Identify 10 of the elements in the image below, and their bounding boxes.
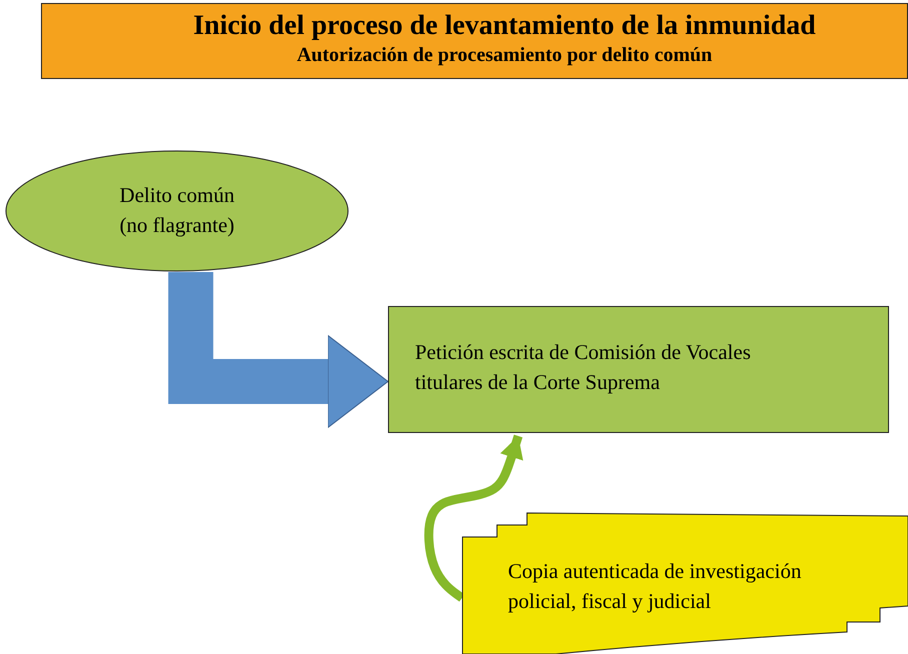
heading: Inicio del proceso de levantamiento de la inmunidad	[193, 10, 816, 42]
process-box	[388, 306, 889, 433]
subheading: Autorización de procesamiento por delito común	[296, 43, 712, 68]
node-text: Delito común (no flagrante)	[118, 182, 236, 239]
curved-arrow	[424, 434, 524, 602]
document-shape	[462, 512, 908, 654]
node-text: Copia autenticada de investigación policial, fiscal y judicial	[508, 558, 802, 615]
node-text: Petición escrita de Comisión de Vocales titulares de la Corte Suprema	[415, 339, 752, 396]
process-ellipse	[5, 150, 349, 272]
header-box	[41, 3, 908, 79]
